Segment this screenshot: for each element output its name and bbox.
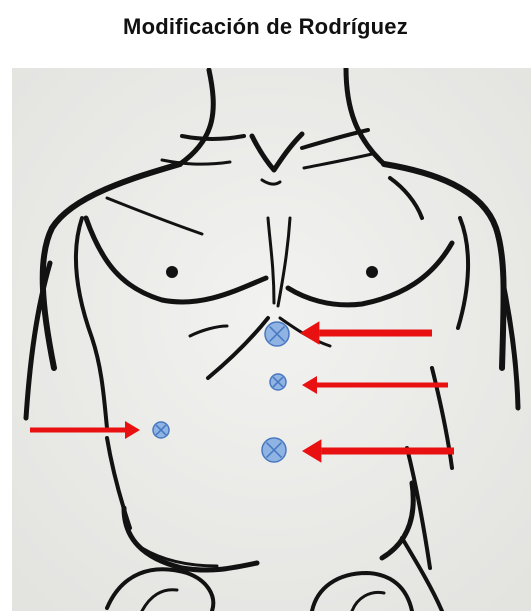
- left-nipple: [166, 266, 178, 278]
- port-subxiphoid-large: [265, 322, 289, 346]
- port-right-flank-small: [153, 422, 169, 438]
- torso-drawing: [12, 68, 531, 611]
- port-umbilical-large: [262, 438, 286, 462]
- figure-title: Modificación de Rodríguez: [0, 14, 531, 40]
- torso-figure: [12, 68, 531, 611]
- port-epigastric-small: [270, 374, 286, 390]
- right-nipple: [366, 266, 378, 278]
